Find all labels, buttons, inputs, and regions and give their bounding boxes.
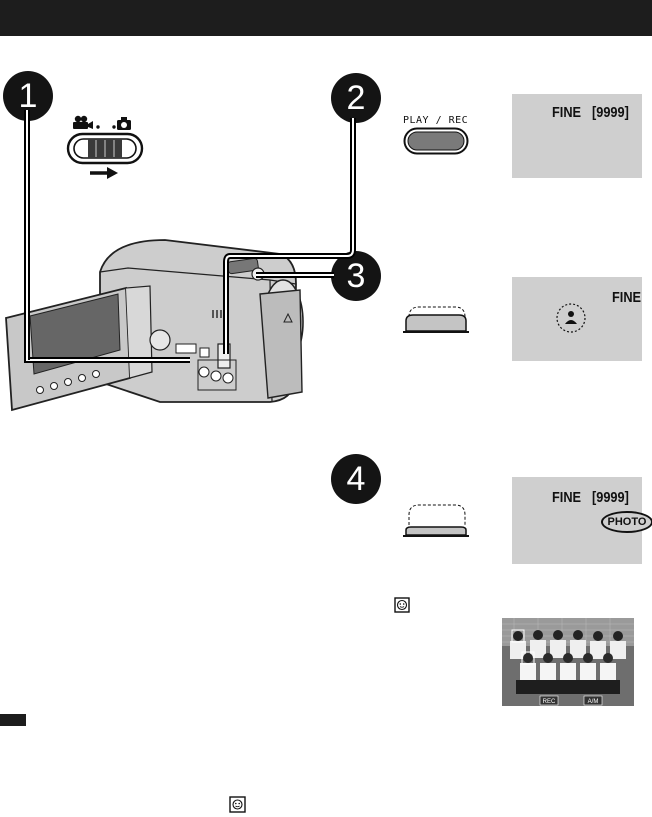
- face-detect-icon-small: [229, 796, 246, 813]
- play-rec-label: PLAY / REC: [403, 115, 469, 126]
- photo-badge: PHOTO: [601, 511, 652, 533]
- leader-line-step1: [24, 110, 30, 360]
- step-3-badge: 3: [331, 251, 381, 301]
- header-bar: [0, 0, 652, 36]
- section-marker: [0, 714, 26, 726]
- team-photo-thumbnail: REC A/M: [502, 618, 634, 706]
- quality-label: FINE: [612, 289, 642, 306]
- play-rec-button[interactable]: [403, 127, 469, 155]
- arrow-right-icon: [90, 167, 118, 179]
- remaining-count: [9999]: [592, 489, 629, 506]
- leader-line-step2: [223, 118, 356, 354]
- step-2-badge: 2: [331, 73, 381, 123]
- lcd-panel-2: FINE: [512, 277, 642, 361]
- lcd-panel-3: FINE [9999] PHOTO: [512, 477, 652, 564]
- step-4-badge: 4: [331, 454, 381, 504]
- lcd-panel-1: FINE [9999]: [512, 94, 642, 178]
- remaining-count: [9999]: [592, 104, 629, 121]
- mode-switch-icon: [66, 115, 144, 179]
- quality-label: FINE: [552, 104, 582, 121]
- quality-label: FINE: [552, 489, 582, 506]
- face-detect-icon: [394, 597, 410, 613]
- thumb-am-label: A/M: [588, 699, 599, 705]
- camcorder-icon: [5, 239, 304, 412]
- shutter-button-icon[interactable]: [403, 305, 469, 335]
- leader-line-step3: [256, 272, 334, 278]
- shutter-button-full-icon[interactable]: [403, 503, 469, 539]
- thumb-rec-label: REC: [543, 699, 556, 705]
- focus-person-icon: [556, 303, 586, 333]
